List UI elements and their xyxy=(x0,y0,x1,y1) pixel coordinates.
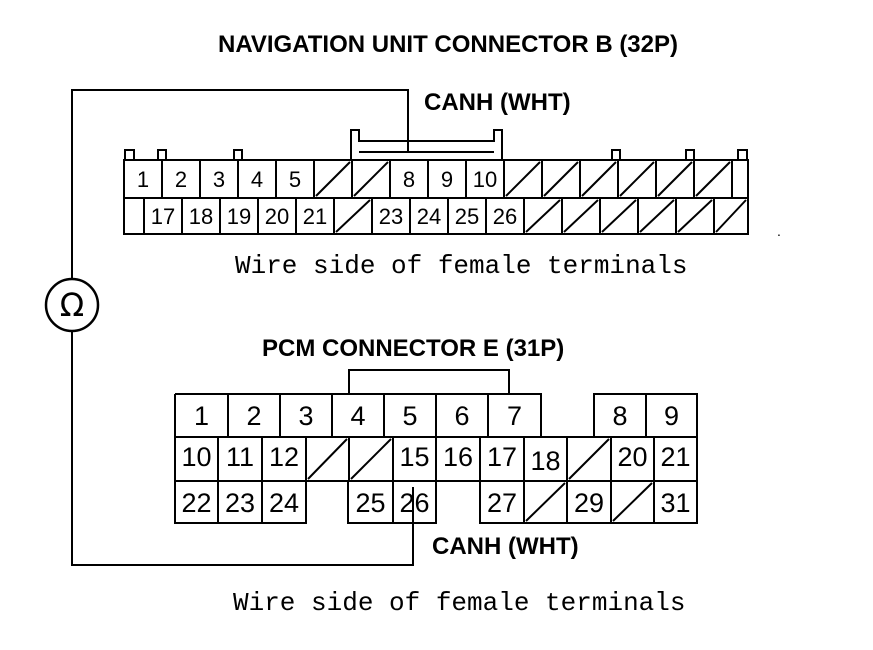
nav-pin-24: 24 xyxy=(417,204,441,229)
pcm-pin-8: 8 xyxy=(612,401,627,431)
pcm-pin-9: 9 xyxy=(664,401,679,431)
pcm-wire-label: CANH (WHT) xyxy=(432,533,579,560)
nav-wire-label: CANH (WHT) xyxy=(424,89,571,116)
pcm-pin-7: 7 xyxy=(507,401,522,431)
nav-pin-1: 1 xyxy=(137,167,149,192)
pcm-pin-20: 20 xyxy=(617,442,647,472)
pcm-pin-3: 3 xyxy=(298,401,313,431)
nav-pin-3: 3 xyxy=(213,167,225,192)
pcm-footer: Wire side of female terminals xyxy=(233,588,685,618)
nav-pin-21: 21 xyxy=(303,204,327,229)
pcm-pin-31: 31 xyxy=(660,488,690,518)
ohmmeter-icon: Ω xyxy=(44,277,100,333)
pcm-pin-6: 6 xyxy=(454,401,469,431)
pcm-pin-21: 21 xyxy=(660,442,690,472)
pcm-pin-5: 5 xyxy=(402,401,417,431)
nav-pin-17: 17 xyxy=(151,204,175,229)
pcm-pin-18: 18 xyxy=(530,446,560,476)
pcm-pin-2: 2 xyxy=(246,401,261,431)
pcm-pin-16: 16 xyxy=(443,442,473,472)
pcm-pin-17: 17 xyxy=(487,442,517,472)
pcm-pin-1: 1 xyxy=(194,401,209,431)
pcm-connector-title: PCM CONNECTOR E (31P) xyxy=(262,335,564,362)
nav-pin-9: 9 xyxy=(441,167,453,192)
pcm-pin-10: 10 xyxy=(181,442,211,472)
nav-pin-5: 5 xyxy=(289,167,301,192)
nav-pin-20: 20 xyxy=(265,204,289,229)
svg-text:Ω: Ω xyxy=(60,286,84,324)
pcm-pin-15: 15 xyxy=(399,442,429,472)
meter-lead-wire xyxy=(71,89,414,566)
svg-text:.: . xyxy=(777,223,781,239)
nav-footer: Wire side of female terminals xyxy=(235,251,687,281)
nav-pin-19: 19 xyxy=(227,204,251,229)
pcm-pin-12: 12 xyxy=(269,442,299,472)
pcm-pin-4: 4 xyxy=(350,401,365,431)
nav-pin-4: 4 xyxy=(251,167,263,192)
pcm-pin-29: 29 xyxy=(574,488,604,518)
nav-pin-10: 10 xyxy=(473,167,497,192)
pcm-pin-25: 25 xyxy=(355,488,385,518)
pcm-pin-22: 22 xyxy=(181,488,211,518)
nav-connector-title: NAVIGATION UNIT CONNECTOR B (32P) xyxy=(218,31,678,58)
nav-pin-18: 18 xyxy=(189,204,213,229)
pcm-pin-27: 27 xyxy=(487,488,517,518)
pcm-pin-24: 24 xyxy=(269,488,299,518)
nav-pin-25: 25 xyxy=(455,204,479,229)
pcm-pin-23: 23 xyxy=(225,488,255,518)
nav-pin-23: 23 xyxy=(379,204,403,229)
nav-pin-2: 2 xyxy=(175,167,187,192)
nav-pin-26: 26 xyxy=(493,204,517,229)
pcm-pin-26: 26 xyxy=(399,488,429,518)
nav-pin-8: 8 xyxy=(403,167,415,192)
pcm-pin-11: 11 xyxy=(226,442,254,472)
